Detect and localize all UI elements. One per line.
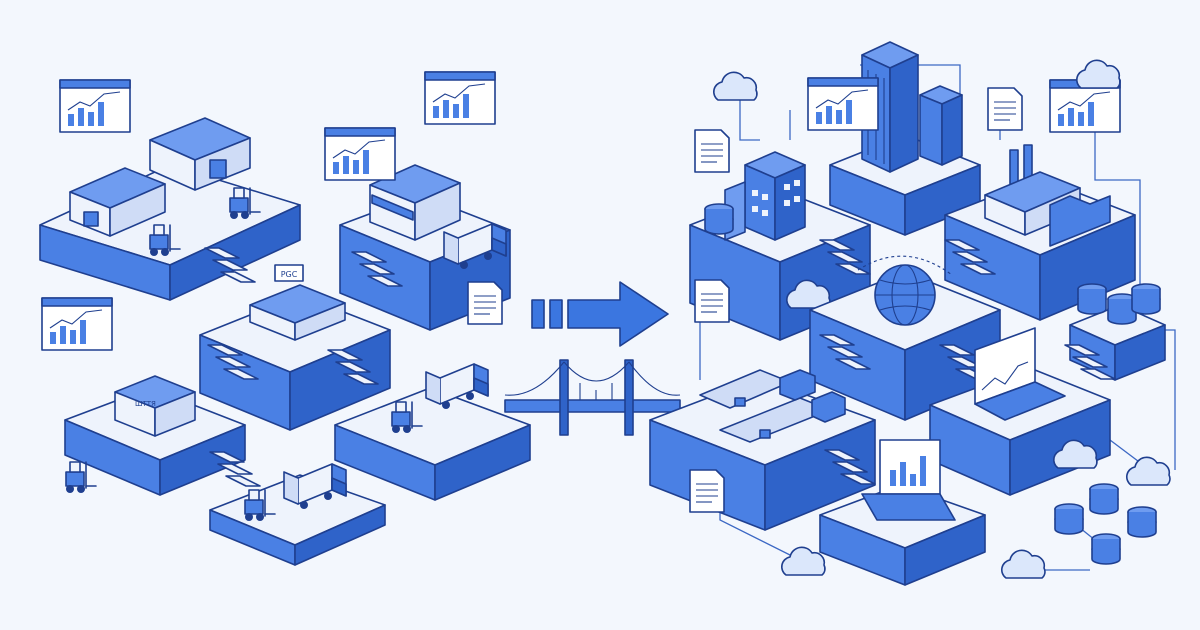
document-icon xyxy=(987,87,1023,131)
logistics-platform xyxy=(334,387,531,501)
database-icon xyxy=(1077,283,1107,315)
globe-icon xyxy=(857,255,953,326)
document-icon xyxy=(689,469,725,513)
line-chart-panel-icon xyxy=(41,297,113,351)
database-icon xyxy=(1091,533,1121,565)
document-icon xyxy=(467,281,503,325)
cash-register-icon: PGC xyxy=(249,264,346,341)
cloud-icon xyxy=(780,546,826,576)
cloud-icon xyxy=(1125,456,1171,486)
right-cluster xyxy=(649,41,1176,586)
factory-icon xyxy=(984,144,1111,247)
right-arrow-icon xyxy=(531,281,669,347)
warehouse-icon xyxy=(69,117,251,237)
line-chart-panel-icon xyxy=(59,79,131,133)
shop-icon: ШТТЯ xyxy=(114,375,196,437)
dashboard-panel-icon xyxy=(324,127,396,181)
laptop-icon xyxy=(974,327,1066,421)
suspension-bridge-icon xyxy=(504,359,681,436)
database-icon xyxy=(1127,506,1157,538)
database-icon xyxy=(1131,283,1161,315)
cloud-icon xyxy=(1075,59,1121,89)
document-icon xyxy=(694,279,730,323)
register-display-text: PGC xyxy=(281,270,298,279)
database-icon xyxy=(704,203,734,235)
shop-sign-text: ШТТЯ xyxy=(135,400,156,408)
laptop-icon xyxy=(861,439,956,521)
bar-chart-icon xyxy=(807,77,879,131)
cloud-icon xyxy=(712,71,758,101)
conveyor-icon xyxy=(699,369,846,443)
office-building-icon xyxy=(724,151,806,241)
database-icon xyxy=(1054,503,1084,535)
cloud-icon xyxy=(1000,549,1046,579)
document-icon xyxy=(694,129,730,173)
dashboard-panel-icon xyxy=(424,71,496,125)
storefront-icon xyxy=(369,164,461,241)
left-cluster: PGC ШТТЯ xyxy=(39,71,531,566)
database-icon xyxy=(1089,483,1119,515)
